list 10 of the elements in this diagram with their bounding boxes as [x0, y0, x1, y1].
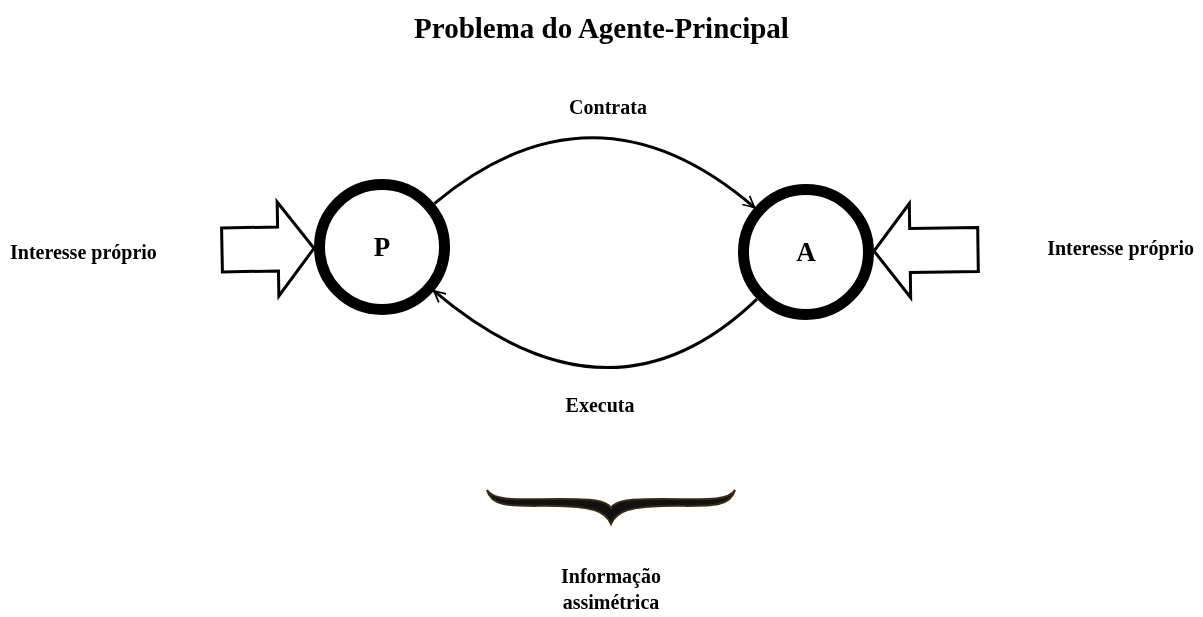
title: Problema do Agente-Principal	[413, 12, 790, 45]
circle-node: P	[314, 179, 450, 315]
curved-arrow	[433, 136, 756, 209]
note-label: Informação assimétrica	[560, 564, 662, 615]
side-label: Interesse próprio	[978, 230, 1194, 266]
circle-node: A	[738, 184, 874, 320]
block-arrow	[220, 197, 316, 301]
block-arrow	[872, 199, 980, 302]
side-label: Interesse próprio	[10, 234, 222, 270]
curved-arrow	[432, 289, 758, 369]
